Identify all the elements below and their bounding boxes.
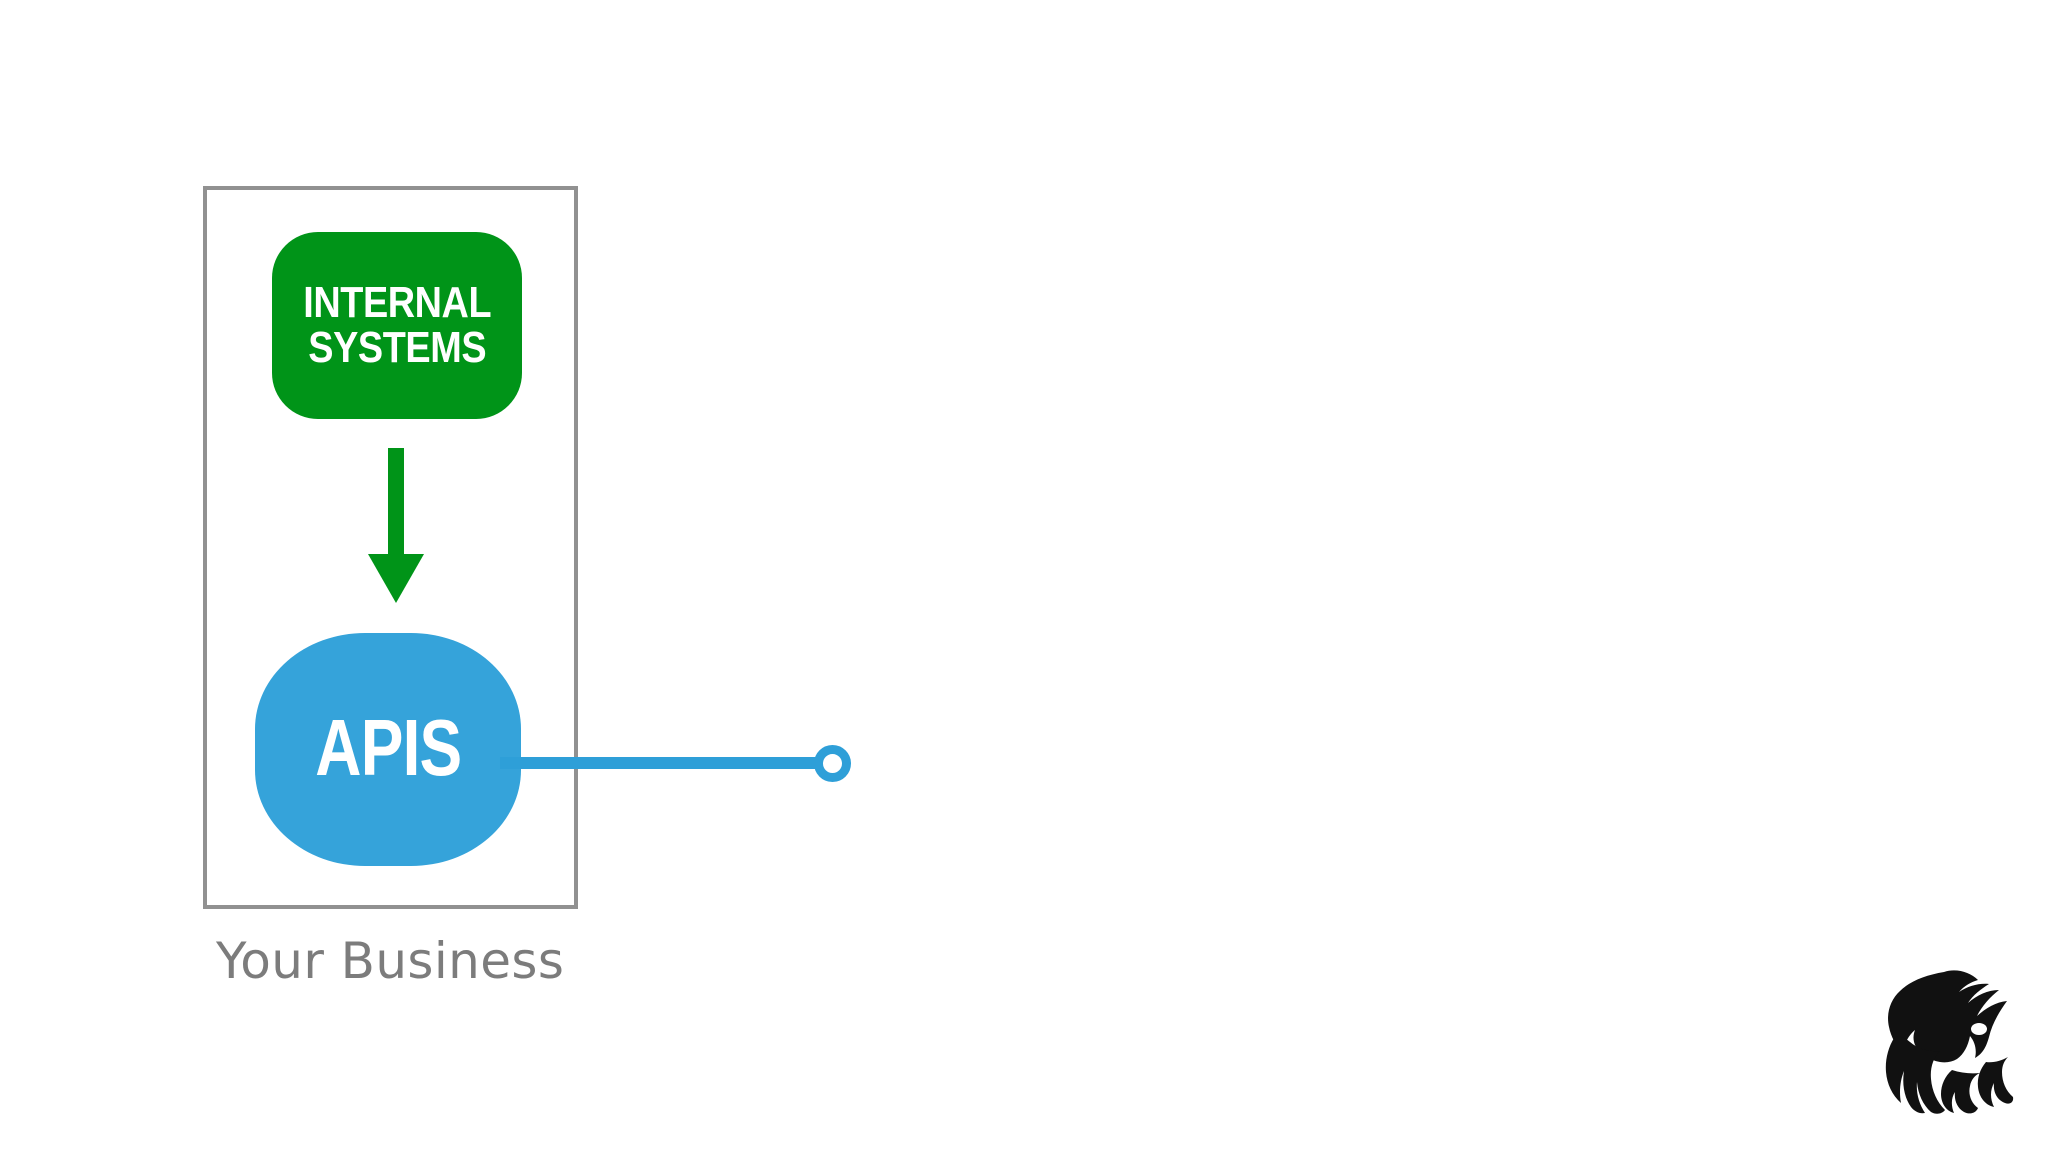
node-internal-systems-label: INTERNAL SYSTEMS: [303, 277, 491, 372]
connector-apis-outbound-line: [500, 757, 818, 769]
node-apis[interactable]: APIS: [255, 633, 521, 866]
claw-logo: [1882, 966, 2014, 1114]
business-boundary-caption: Your Business: [216, 932, 565, 990]
down-arrow-icon: [368, 448, 424, 603]
node-apis-label: APIS: [314, 702, 462, 792]
connector-apis-outbound-endpoint-icon[interactable]: [814, 745, 851, 782]
business-boundary-frame: [203, 186, 578, 909]
arrow-internal-systems-to-apis: [358, 448, 434, 608]
node-internal-systems[interactable]: INTERNAL SYSTEMS: [272, 232, 522, 419]
